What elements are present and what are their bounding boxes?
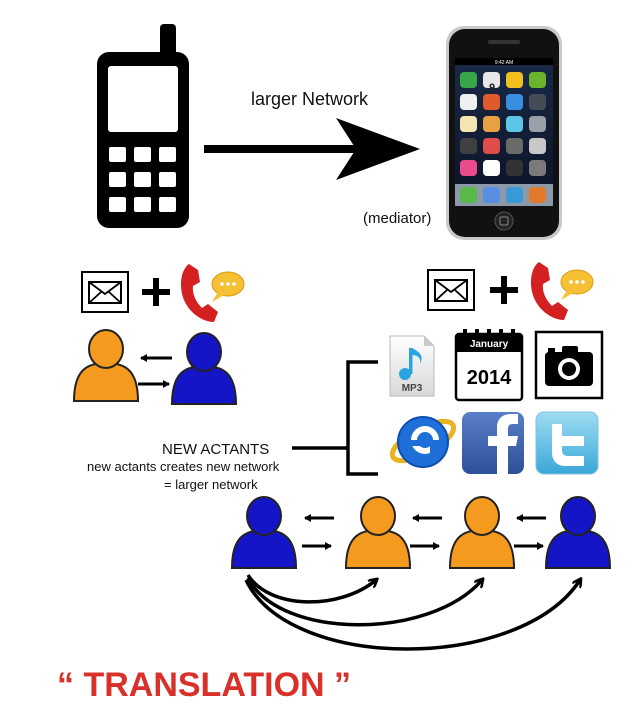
dock-icons: [460, 187, 546, 203]
exchange-arrows-top: [138, 354, 172, 388]
larger-network-label: larger Network: [251, 89, 369, 109]
app-icon: [483, 72, 500, 88]
twitter-icon: [535, 411, 599, 475]
camera-icon: [534, 330, 604, 400]
person-blue-network-4: [544, 496, 612, 569]
dock-app-icon: [529, 187, 546, 203]
person-orange-top: [72, 329, 140, 402]
person-blue-top: [170, 332, 238, 405]
network-exchange-arrows: [302, 514, 546, 550]
old-cellphone-icon: [97, 24, 189, 228]
app-icon: [460, 116, 477, 132]
plus-icon-left: [142, 278, 170, 306]
facebook-icon: [462, 412, 524, 474]
mediator-label: (mediator): [363, 210, 432, 227]
translation-title: “ TRANSLATION ”: [57, 666, 352, 704]
new-actants-description: new actants creates new network: [87, 459, 280, 474]
app-icon: [506, 160, 523, 176]
calendar-month: January: [470, 339, 509, 350]
envelope-icon-right: [427, 269, 475, 311]
larger-network-arrow: [204, 118, 420, 180]
internet-explorer-icon: [389, 416, 457, 468]
person-blue-network-1: [230, 496, 298, 569]
larger-network-equation: = larger network: [164, 477, 258, 492]
app-icon: [483, 138, 500, 154]
phone-call-icon-left: [180, 264, 245, 322]
calendar-app-day: 9: [489, 82, 495, 94]
curved-network-arrows: [244, 574, 580, 651]
smartphone-icon: 9:42 AM 9: [446, 26, 562, 240]
app-icon: [460, 138, 477, 154]
mp3-label: MP3: [402, 383, 423, 394]
calendar-year: 2014: [467, 367, 512, 389]
people-layer: [72, 329, 612, 569]
mp3-file-icon: MP3: [389, 335, 435, 397]
app-icon: [483, 116, 500, 132]
app-icon: [529, 94, 546, 110]
app-icon: [483, 94, 500, 110]
app-icon: [506, 138, 523, 154]
new-actants-bracket: [292, 360, 378, 476]
dock-app-icon: [506, 187, 523, 203]
app-icon: [460, 72, 477, 88]
app-icon: [529, 138, 546, 154]
dock-app-icon: [483, 187, 500, 203]
app-icon: [460, 94, 477, 110]
iphone-status-time: 9:42 AM: [495, 60, 513, 66]
person-orange-network-2: [344, 496, 412, 569]
app-icon: [506, 116, 523, 132]
app-icon-grid: [460, 72, 546, 176]
dock-app-icon: [460, 187, 477, 203]
app-icon: [529, 116, 546, 132]
app-icon: [529, 72, 546, 88]
plus-icon-right: [490, 276, 518, 304]
app-icon: [506, 72, 523, 88]
app-icon: [483, 160, 500, 176]
app-icon: [460, 160, 477, 176]
envelope-icon-left: [81, 271, 129, 313]
calendar-icon: January 2014: [454, 329, 524, 402]
new-actants-label: NEW ACTANTS: [162, 441, 270, 458]
app-icon: [529, 160, 546, 176]
phone-call-icon-right: [530, 262, 594, 320]
person-orange-network-3: [448, 496, 516, 569]
app-icon: [506, 94, 523, 110]
